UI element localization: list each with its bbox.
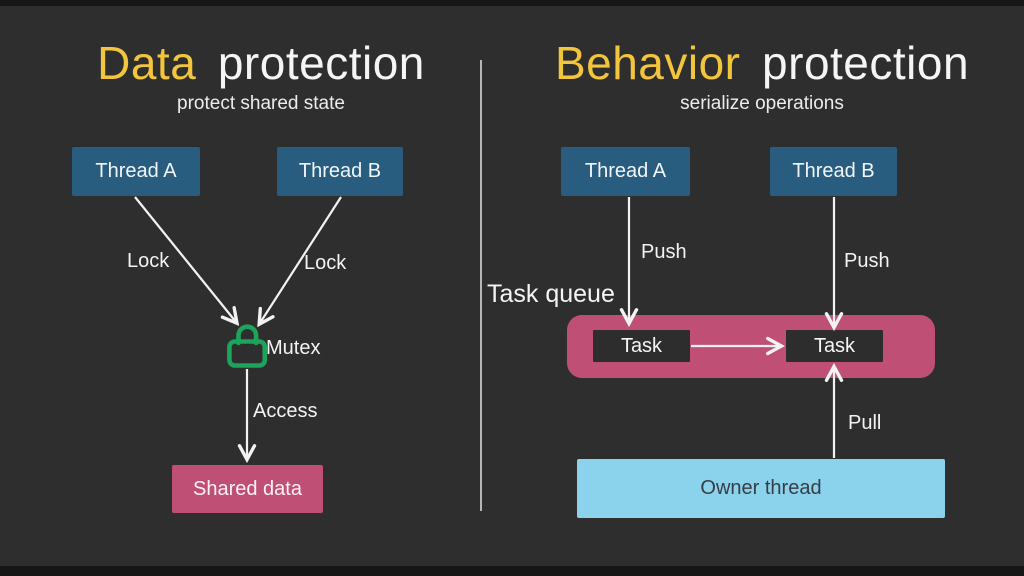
access-label: Access <box>253 400 318 422</box>
left-title-rest: protection <box>217 37 425 89</box>
left-thread-b-box: Thread B <box>277 147 403 196</box>
shared-data-box: Shared data <box>172 465 323 513</box>
left-panel-title: Data protection <box>0 36 522 90</box>
task-queue-label: Task queue <box>487 280 615 308</box>
task-box-2: Task <box>786 330 883 362</box>
lock-label-b: Lock <box>304 252 347 274</box>
right-panel-subtitle: serialize operations <box>680 93 844 114</box>
letterbox-bottom <box>0 566 1024 576</box>
left-thread-a-box: Thread A <box>72 147 200 196</box>
right-thread-a-box: Thread A <box>561 147 690 196</box>
push-label-a: Push <box>641 241 687 263</box>
right-title-highlight: Behavior <box>554 37 741 89</box>
right-title-rest: protection <box>762 37 970 89</box>
lock-label-a: Lock <box>127 250 170 272</box>
owner-thread-box: Owner thread <box>577 459 945 518</box>
panel-divider <box>480 60 482 511</box>
lock-icon <box>227 324 268 368</box>
push-label-b: Push <box>844 250 890 272</box>
pull-label: Pull <box>848 412 882 434</box>
left-title-highlight: Data <box>97 37 197 89</box>
right-panel-title: Behavior protection <box>500 36 1024 90</box>
task-box-1: Task <box>593 330 690 362</box>
letterbox-top <box>0 0 1024 6</box>
mutex-label: Mutex <box>266 337 321 359</box>
left-panel-subtitle: protect shared state <box>177 93 345 114</box>
right-thread-b-box: Thread B <box>770 147 897 196</box>
